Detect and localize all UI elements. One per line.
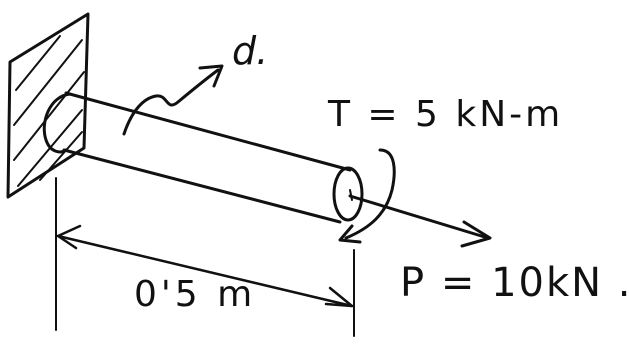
- fixed-support: [6, 12, 90, 199]
- force-arrow-shaft: [348, 194, 490, 240]
- force-arrowhead: [460, 220, 492, 248]
- shaft-body: [42, 91, 364, 224]
- dimension-arrowhead-left: [56, 224, 82, 250]
- torque-curved-arrow: [344, 148, 396, 240]
- diameter-arrowhead: [198, 64, 224, 88]
- shaft-bottom-edge: [62, 148, 342, 224]
- shaft-top-edge: [64, 91, 352, 172]
- force-label: P = 10kN .: [400, 260, 629, 306]
- diameter-leader-line: [122, 68, 220, 136]
- torque-label: T = 5 kN-m: [327, 94, 563, 135]
- dimension-arrowhead-right: [324, 286, 354, 308]
- torque-arrowhead: [338, 224, 362, 244]
- axial-force: P = 10kN .: [348, 194, 629, 306]
- diameter-label: d.: [232, 29, 268, 73]
- dimension-line: [56, 234, 354, 308]
- shaft-free-end: [332, 166, 364, 222]
- torque-load: T = 5 kN-m: [327, 94, 563, 244]
- length-dimension: 0'5 m: [55, 177, 355, 337]
- diameter-callout: d.: [122, 29, 268, 136]
- shaft-left-end: [42, 92, 72, 154]
- length-label: 0'5 m: [134, 274, 256, 315]
